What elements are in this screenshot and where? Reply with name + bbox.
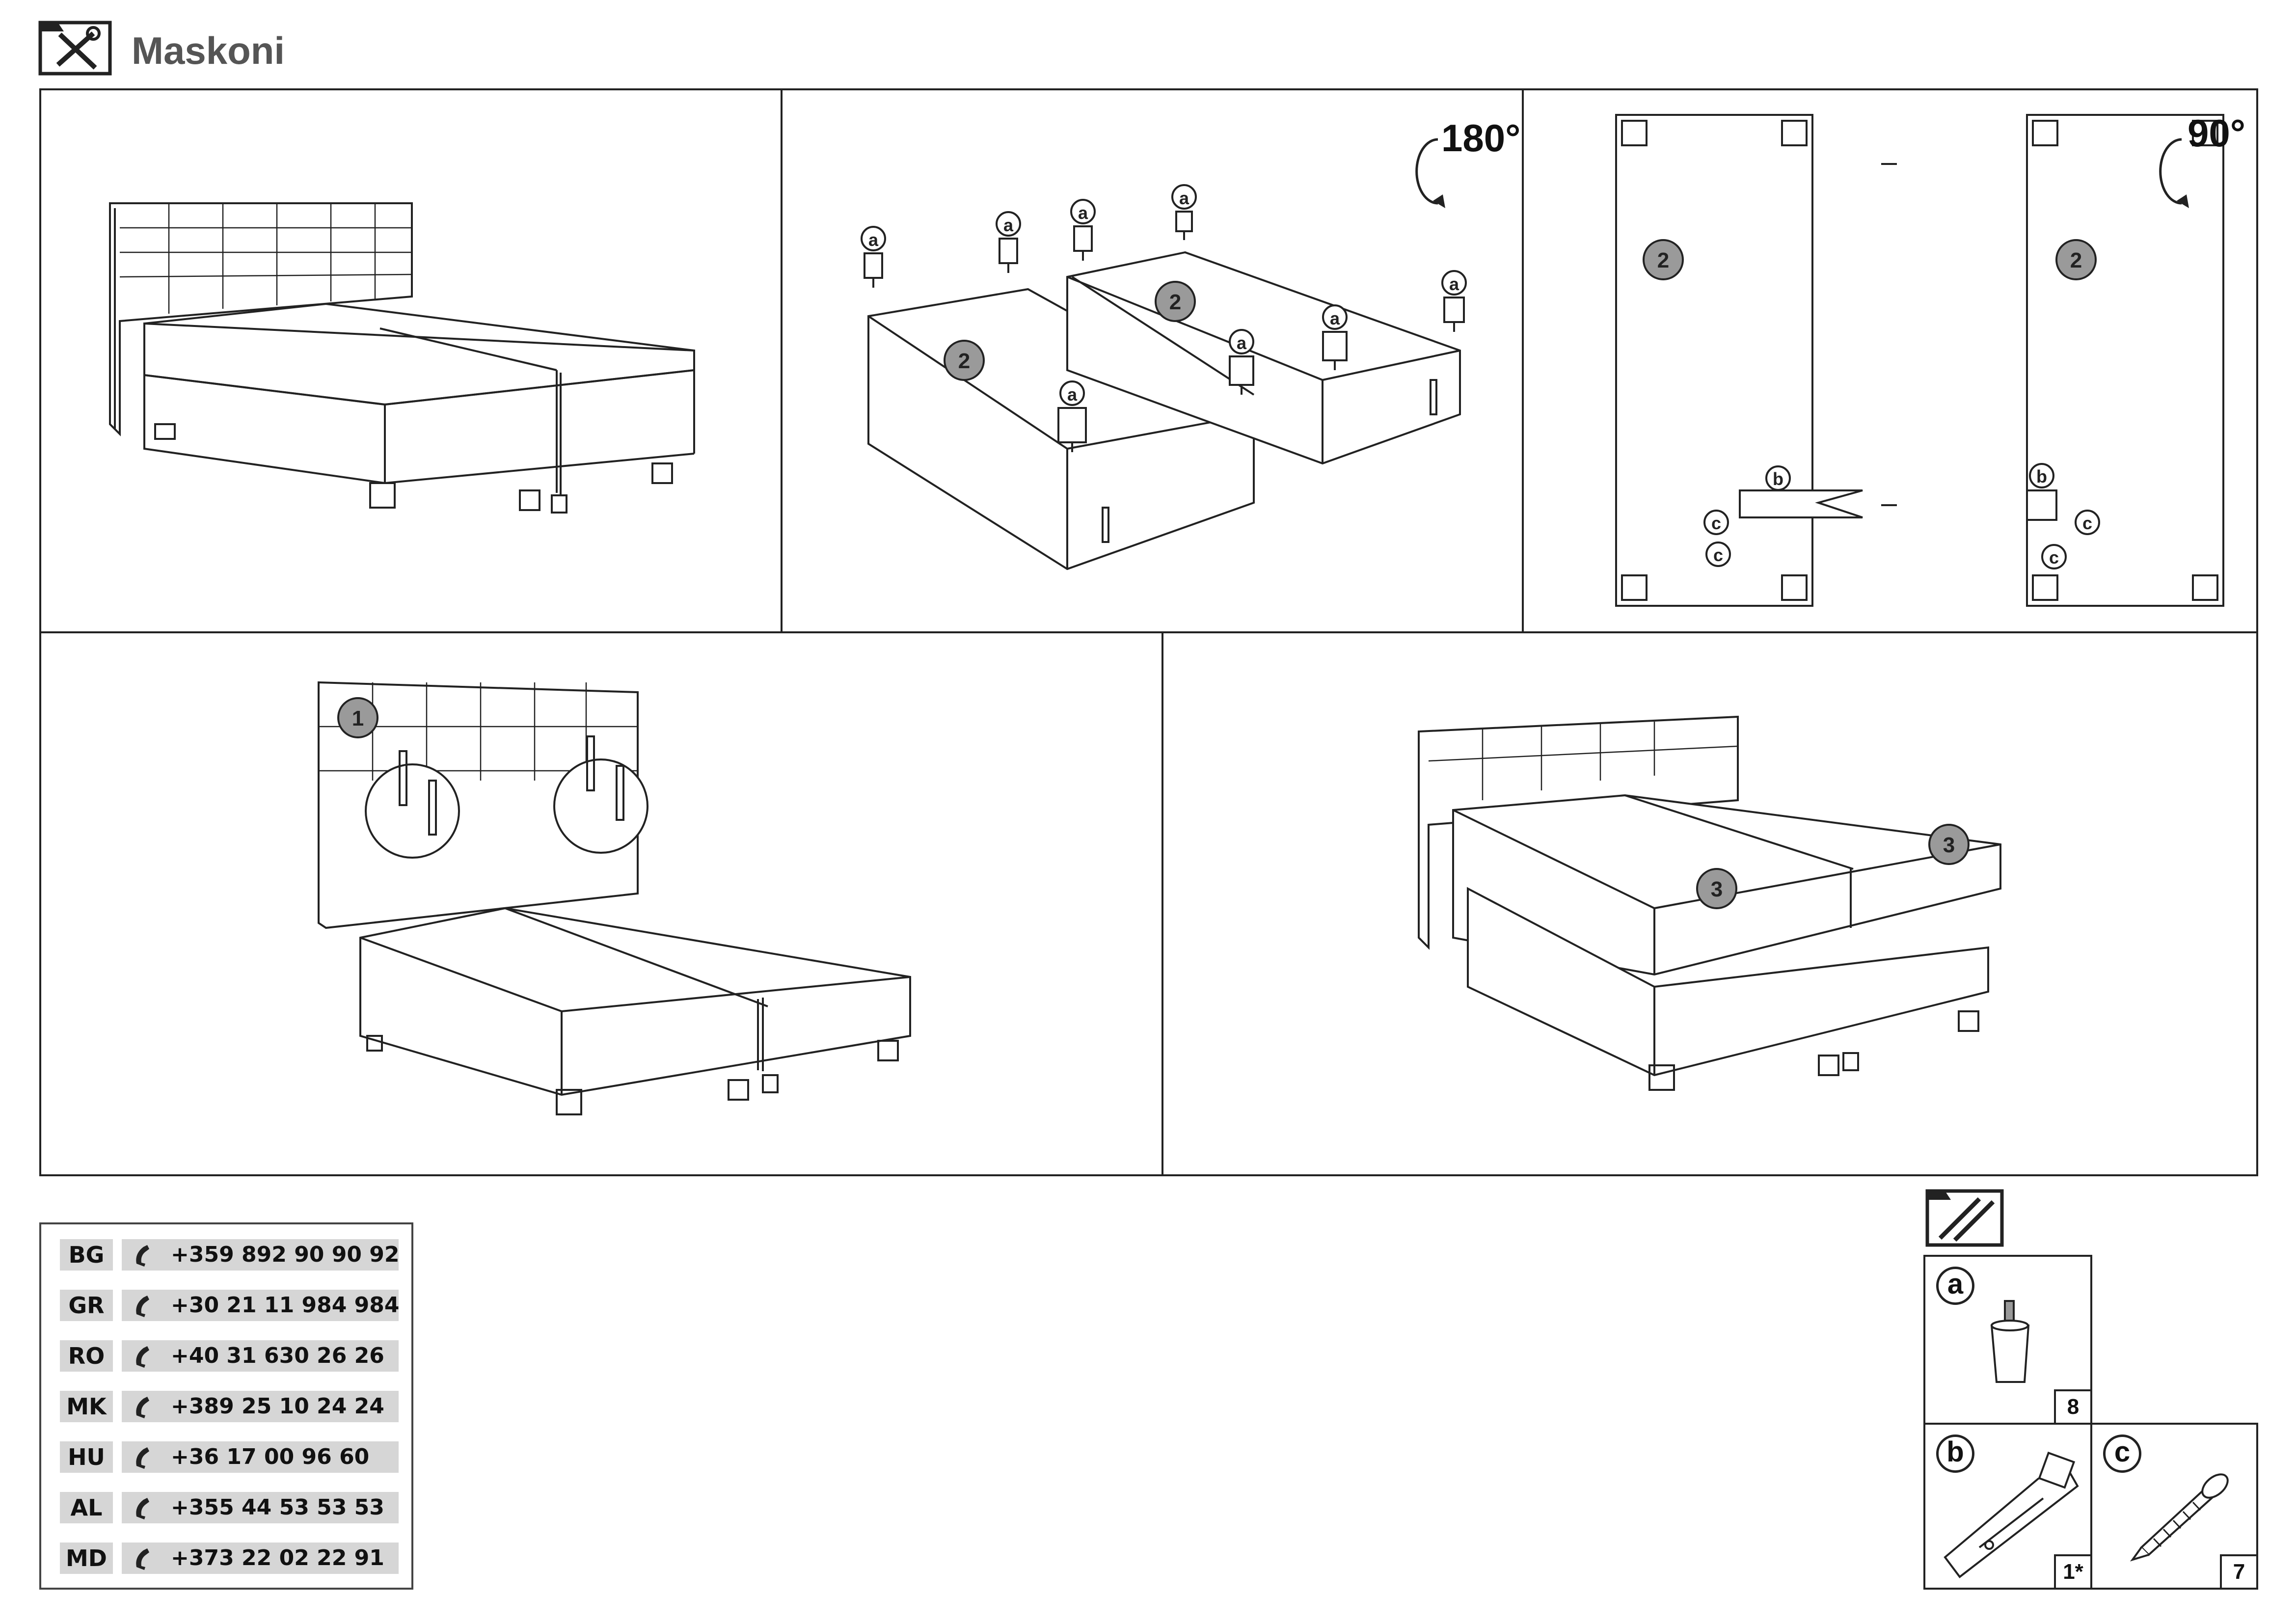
tools-icon [38,21,112,76]
place-mattress-illustration: 3 3 [1418,715,2001,1091]
svg-text:b: b [2036,466,2047,487]
phone-icon [136,1447,149,1469]
svg-text:c: c [1711,513,1721,533]
country-code: HU [60,1441,113,1473]
contact-row: GR +30 21 11 984 984 [60,1290,400,1321]
phone-number[interactable]: +355 44 53 53 53 [171,1495,384,1520]
phone-icon [136,1548,149,1570]
page-title: Maskoni [132,29,285,72]
phone-number[interactable]: +373 22 02 22 91 [171,1545,384,1570]
screw-icon [2130,1473,2229,1562]
attach-legs-illustration: a a a a a a a a 2 2 [861,138,1467,570]
contact-row: HU +36 17 00 96 60 [60,1441,399,1473]
svg-text:2: 2 [1657,248,1669,272]
svg-text:c: c [2082,513,2092,533]
svg-text:2: 2 [2070,248,2082,272]
step-4-panel: 1 [39,631,1163,1176]
phone-icon [136,1296,149,1317]
svg-text:a: a [1078,203,1088,223]
svg-text:b: b [1773,469,1783,489]
country-code: AL [60,1492,113,1523]
contact-row: MK +389 25 10 24 24 [60,1391,399,1422]
phone-icon [136,1498,149,1519]
country-code: BG [60,1239,113,1271]
svg-text:3: 3 [1943,833,1955,857]
phone-icon [136,1397,149,1418]
svg-text:a: a [1067,384,1078,405]
svg-text:a: a [1449,274,1459,294]
svg-text:a: a [868,230,879,250]
svg-text:3: 3 [1711,877,1723,901]
svg-text:2: 2 [958,349,970,373]
step-5-panel: 3 3 [1162,631,2258,1176]
step-1-panel [39,88,783,633]
parts-list-icon [1925,1189,2004,1247]
part-letter: c [2103,1435,2141,1473]
part-a-box: a 8 [1923,1255,2092,1425]
step-3-panel: 2 2 b c c b c c 90° [1522,88,2258,633]
furniture-leg-icon [1990,1300,2030,1383]
part-c-box: c 7 [2090,1423,2258,1590]
svg-text:1: 1 [352,706,364,731]
svg-text:2: 2 [1169,290,1181,314]
part-quantity: 1* [2054,1554,2092,1590]
contact-table: BG +359 892 90 90 92 GR +30 21 11 984 98… [39,1222,413,1590]
phone-number[interactable]: +359 892 90 90 92 [171,1242,400,1267]
svg-text:c: c [2049,547,2059,568]
rotation-label: 90° [2188,111,2245,155]
part-letter: a [1936,1267,1974,1305]
contact-row: BG +359 892 90 90 92 [60,1239,400,1271]
connect-boxes-illustration: 2 2 b c c b c c [1615,114,2224,607]
phone-number[interactable]: +40 31 630 26 26 [171,1343,384,1368]
part-letter: b [1936,1435,1974,1473]
contact-row: MD +373 22 02 22 91 [60,1543,399,1574]
phone-number[interactable]: +30 21 11 984 984 [171,1293,400,1318]
country-code: MK [60,1391,113,1422]
part-quantity: 7 [2220,1554,2258,1590]
svg-text:a: a [1237,333,1247,353]
svg-text:a: a [1003,215,1014,235]
phone-number[interactable]: +389 25 10 24 24 [171,1394,384,1419]
rotate-arrow-icon [2159,138,2182,205]
rotate-arrow-icon [1415,138,1438,205]
country-code: MD [60,1543,113,1574]
svg-text:a: a [1330,308,1340,328]
part-b-box: b 1* [1923,1423,2092,1590]
connector-bracket-icon [1944,1451,2079,1578]
headboard-mount-illustration: 1 [318,681,911,1115]
svg-text:a: a [1179,188,1189,208]
rotation-label: 180° [1441,116,1521,160]
leg-markers: a a a a a a a a [861,184,1467,452]
country-code: GR [60,1290,113,1321]
assembled-bed-illustration [109,202,695,514]
svg-text:c: c [1713,545,1723,565]
country-code: RO [60,1340,113,1372]
component-number-2: 2 2 [944,281,1196,381]
phone-number[interactable]: +36 17 00 96 60 [171,1444,370,1469]
part-quantity: 8 [2054,1389,2092,1425]
phone-icon [136,1245,149,1267]
step-2-panel: a a a a a a a a 2 2 180° [781,88,1524,633]
contact-row: AL +355 44 53 53 53 [60,1492,399,1523]
phone-icon [136,1346,149,1368]
contact-row: RO +40 31 630 26 26 [60,1340,399,1372]
